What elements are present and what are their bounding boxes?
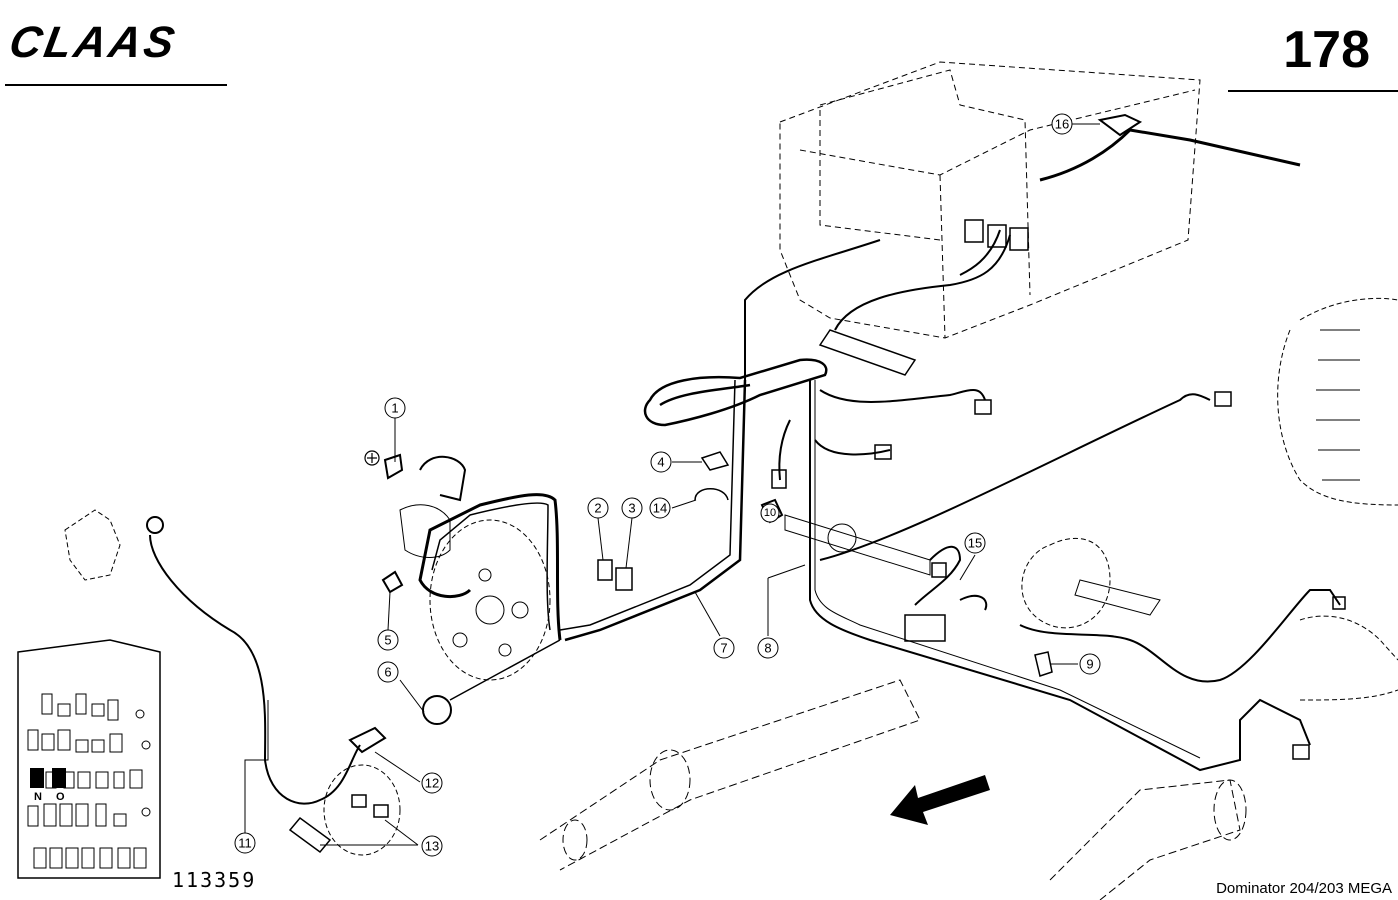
cab-harness <box>744 128 1301 380</box>
figure-code: 113359 <box>172 868 257 892</box>
clip-3 <box>615 567 633 591</box>
callout-3: 3 <box>621 497 643 519</box>
plug-12 <box>348 726 387 754</box>
svg-text:2: 2 <box>594 501 601 516</box>
hydraulic-cylinder <box>539 679 1247 900</box>
clip-14 <box>694 488 729 501</box>
drive-shaft <box>784 514 1161 629</box>
callout-2: 2 <box>587 497 609 519</box>
callout-7: 7 <box>713 637 735 659</box>
fuse-panel: N O <box>17 639 161 879</box>
callout-11: 11 <box>234 832 256 854</box>
direction-arrow <box>890 775 990 825</box>
drum-ribs <box>1316 329 1360 481</box>
loop-harness <box>559 358 828 642</box>
clip-4 <box>700 451 730 471</box>
connector-16 <box>1097 113 1143 137</box>
callout-6: 6 <box>377 661 399 683</box>
callout-15: 15 <box>964 532 986 554</box>
mounting-bracket <box>818 329 917 376</box>
bracket-13 <box>288 764 401 856</box>
clip-2 <box>597 559 613 581</box>
cab-outline <box>779 61 1201 339</box>
svg-text:15: 15 <box>968 536 982 551</box>
callout-10: 10 <box>760 503 780 523</box>
callout-12: 12 <box>421 772 443 794</box>
svg-text:16: 16 <box>1055 117 1069 132</box>
starter-assembly <box>64 509 361 840</box>
ground-symbol-icon <box>364 450 380 466</box>
fuse-label-o: O <box>56 791 65 803</box>
svg-text:5: 5 <box>384 633 391 648</box>
header-rule-right <box>1228 90 1398 92</box>
svg-text:12: 12 <box>425 776 439 791</box>
callout-16: 16 <box>1051 113 1073 135</box>
svg-text:11: 11 <box>238 836 252 851</box>
page-number: 178 <box>1283 21 1370 79</box>
bracket-9 <box>1034 651 1053 677</box>
svg-text:1: 1 <box>391 401 398 416</box>
engine-flywheel <box>399 504 551 681</box>
svg-text:8: 8 <box>764 641 771 656</box>
svg-text:4: 4 <box>657 455 664 470</box>
sensor-6 <box>422 639 561 725</box>
chassis-connectors <box>771 391 1346 760</box>
clip-5 <box>381 570 404 594</box>
callout-4: 4 <box>650 451 672 473</box>
header-rule-left <box>5 84 227 86</box>
callout-1: 1 <box>384 397 406 419</box>
chassis-harness <box>778 380 1341 772</box>
relay-connectors <box>964 219 1029 251</box>
svg-text:10: 10 <box>764 507 776 519</box>
callout-9: 9 <box>1079 653 1101 675</box>
svg-text:6: 6 <box>384 665 391 680</box>
fuse-label-n: N <box>34 791 42 803</box>
callout-5: 5 <box>377 629 399 651</box>
harness-7 <box>418 493 562 641</box>
callout-8: 8 <box>757 637 779 659</box>
model-name: Dominator 204/203 MEGA <box>1216 880 1392 897</box>
ground-lug-1 <box>383 453 467 502</box>
svg-text:14: 14 <box>653 501 667 516</box>
svg-text:3: 3 <box>628 501 635 516</box>
callout-13: 13 <box>421 835 443 857</box>
svg-text:9: 9 <box>1086 657 1093 672</box>
svg-text:7: 7 <box>720 641 727 656</box>
svg-text:13: 13 <box>425 839 439 854</box>
callout-14: 14 <box>649 497 671 519</box>
rear-drum <box>1277 297 1398 701</box>
